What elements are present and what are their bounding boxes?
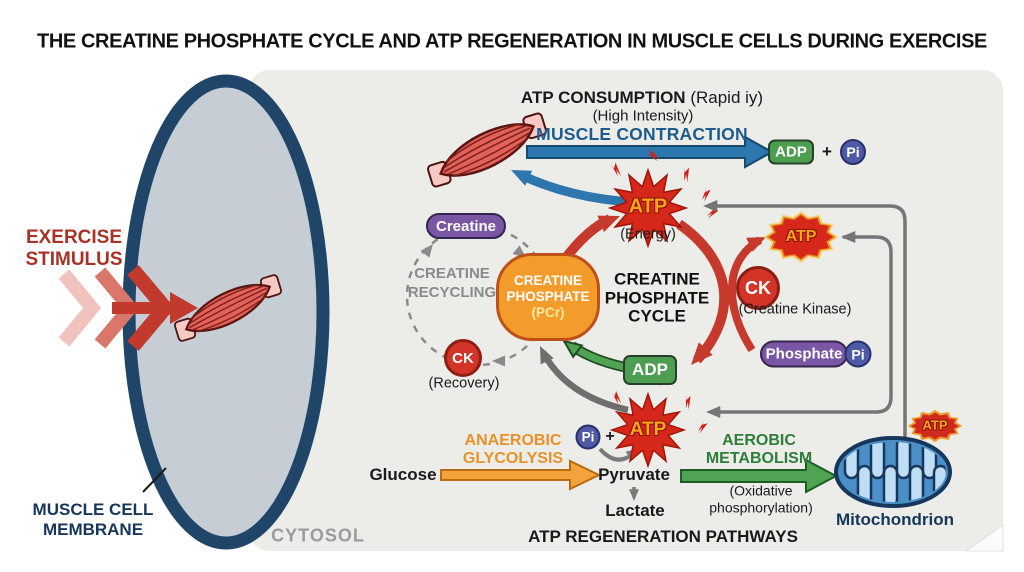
creatine-kinase-label: (Creatine Kinase) xyxy=(738,301,852,318)
atp-consumption-label: ATP CONSUMPTION (Rapid iy) xyxy=(520,88,764,108)
mitochondrion-icon xyxy=(834,436,952,508)
adp-badge-main: ADP xyxy=(623,355,677,385)
high-intensity-label: (High Intensity) xyxy=(592,107,694,125)
cytosol-label: CYTOSOL xyxy=(271,525,365,546)
oxidative-phosphorylation-label: (Oxidative phosphorylation) xyxy=(709,482,813,516)
ck-badge-recovery: CK xyxy=(444,339,482,377)
aerobic-arrow xyxy=(680,458,839,494)
pi-badge-top: Pi xyxy=(840,139,866,165)
adp-badge-top: ADP xyxy=(768,139,814,165)
muscle-contraction-label: MUSCLE CONTRACTION xyxy=(536,123,748,144)
muscle-cell-membrane-label: MUSCLE CELL MEMBRANE xyxy=(32,500,154,539)
atp-to-muscle-arrow xyxy=(507,162,633,207)
atp-energy-label: ATP xyxy=(628,195,668,218)
atp-ck-label: ATP xyxy=(785,227,817,245)
recovery-label: (Recovery) xyxy=(428,375,500,392)
atp-to-pcr-arrow xyxy=(533,342,629,414)
atp-bottom-label: ATP xyxy=(629,419,667,441)
page-curl xyxy=(964,524,1004,552)
creatine-recycling-label: CREATINE RECYCLING xyxy=(407,265,497,301)
ck-badge-main: CK xyxy=(736,266,780,310)
creatine-badge: Creatine xyxy=(426,213,506,239)
muscle-contraction-arrow xyxy=(526,135,775,169)
atp-feedback-connectors xyxy=(708,204,907,449)
creatine-phosphate-badge: CREATINE PHOSPHATE (PCr) xyxy=(496,253,600,341)
membrane-pointer-line xyxy=(142,467,167,493)
pi-badge-right: Pi xyxy=(844,340,872,368)
glycolysis-arrow xyxy=(440,459,602,491)
exercise-stimulus-arrow xyxy=(58,265,198,351)
mitochondrion-label: Mitochondrion xyxy=(835,510,955,529)
plus-sign-top: + xyxy=(822,142,832,162)
lactate-label: Lactate xyxy=(605,501,665,521)
atp-regeneration-pathways-label: ATP REGENERATION PATHWAYS xyxy=(528,527,798,547)
energy-label: (Energy) xyxy=(620,226,676,243)
page-title: THE CREATINE PHOSPHATE CYCLE AND ATP REG… xyxy=(37,30,987,53)
cytosol-panel xyxy=(249,70,1003,551)
plus-sign-bottom: + xyxy=(605,427,615,445)
glucose-label: Glucose xyxy=(369,465,437,485)
pi-badge-bottom: Pi xyxy=(575,424,601,450)
aerobic-metabolism-label: AEROBIC METABOLISM xyxy=(705,432,813,467)
phosphate-badge: Phosphate xyxy=(760,340,848,368)
anaerobic-glycolysis-label: ANAEROBIC GLYCOLYSIS xyxy=(462,432,564,467)
atp-mito-label: ATP xyxy=(922,417,948,433)
pyruvate-label: Pyruvate xyxy=(598,465,670,485)
exercise-stimulus-label: EXERCISE STIMULUS xyxy=(25,227,123,270)
cycle-title: CREATINE PHOSPHATE CYCLE xyxy=(604,269,710,326)
pyruvate-to-lactate-arrow xyxy=(629,487,639,501)
